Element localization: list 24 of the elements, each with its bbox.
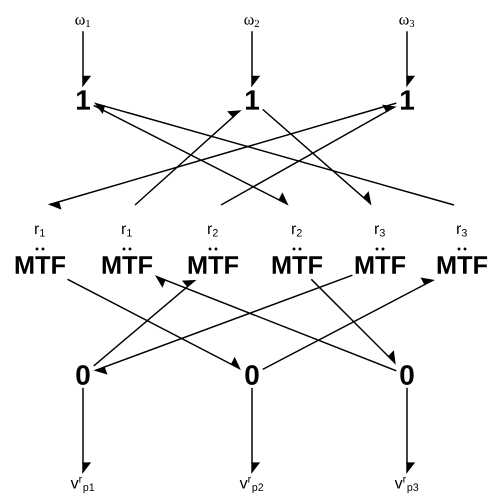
modulus-label: r$_{1}$ [122,225,132,236]
junction-one: 1 [246,90,259,110]
modulus-label: r$_{2}$ [208,225,218,236]
junction-one: 1 [76,90,90,110]
mtf-element: MTF [272,256,322,274]
effort-symbol: ω$_{1}$ [75,17,90,27]
modulus-label: r$_{3}$ [375,225,385,237]
junction-zero: 0 [76,365,90,385]
mtf-element: MTF [16,256,66,274]
junction-zero: 0 [245,365,259,385]
modulus-label: r$_{2}$ [292,225,302,236]
mtf-element: MTF [188,256,238,274]
mtf-element: MTF [438,256,488,274]
effort-symbol: ω$_{2}$ [244,17,260,27]
velocity-symbol: v$^{r}$p3 [394,476,418,494]
mtf-element: MTF [102,256,152,274]
modulus-label: r$_{3}$ [457,225,467,237]
effort-symbol: ω$_{3}$ [399,16,414,27]
junction-zero: 0 [400,365,414,385]
junction-one: 1 [400,90,414,110]
modulus-label: r$_{1}$ [35,225,45,236]
velocity-symbol: v$^{r}$p1 [70,476,94,494]
mtf-element: MTF [356,256,406,274]
velocity-symbol: v$^{r}$p2 [240,476,264,494]
